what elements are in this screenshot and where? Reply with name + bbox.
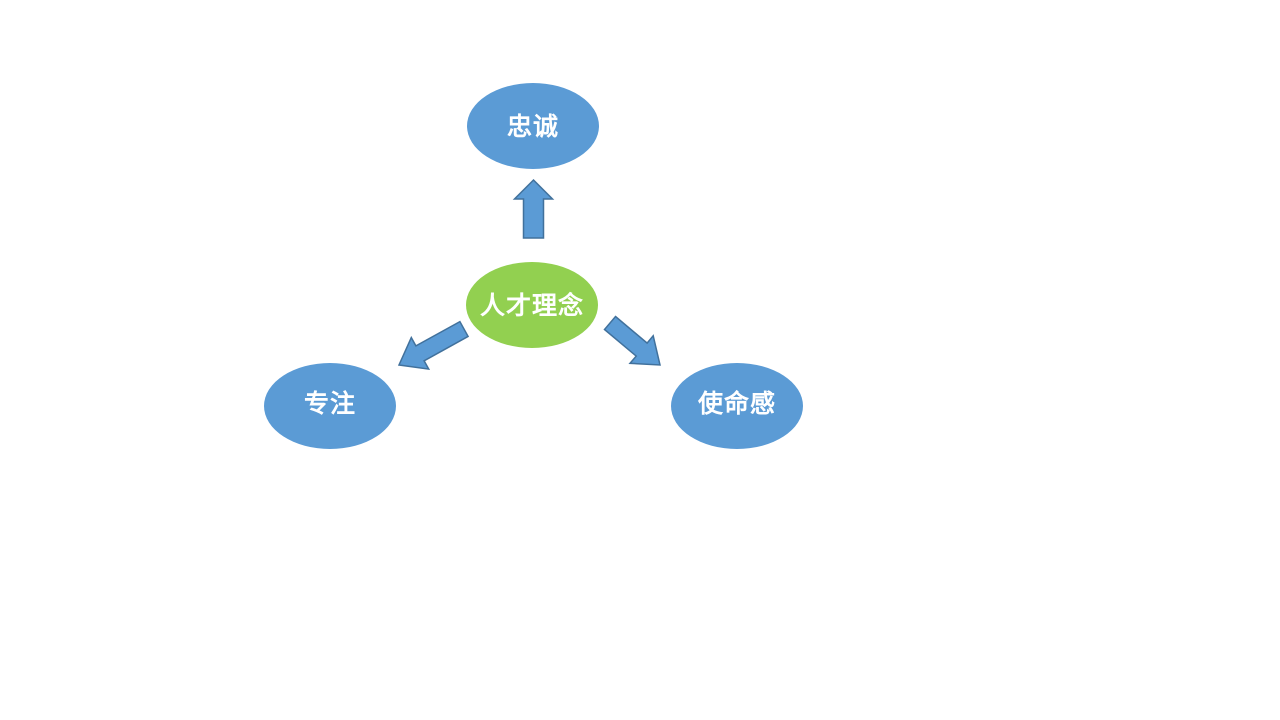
node-right-ellipse — [671, 363, 803, 449]
node-top-ellipse — [467, 83, 599, 169]
center-node-label: 人才理念 — [480, 291, 584, 320]
node-right-label: 使命感 — [697, 389, 776, 418]
arrow-down-right — [603, 315, 661, 366]
arrow-up — [512, 178, 555, 239]
node-left-label: 专注 — [304, 389, 356, 418]
node-top-label: 忠诚 — [507, 112, 559, 141]
node-left-ellipse — [264, 363, 396, 449]
center-node-ellipse — [466, 262, 598, 348]
arrow-down-left — [397, 320, 470, 371]
